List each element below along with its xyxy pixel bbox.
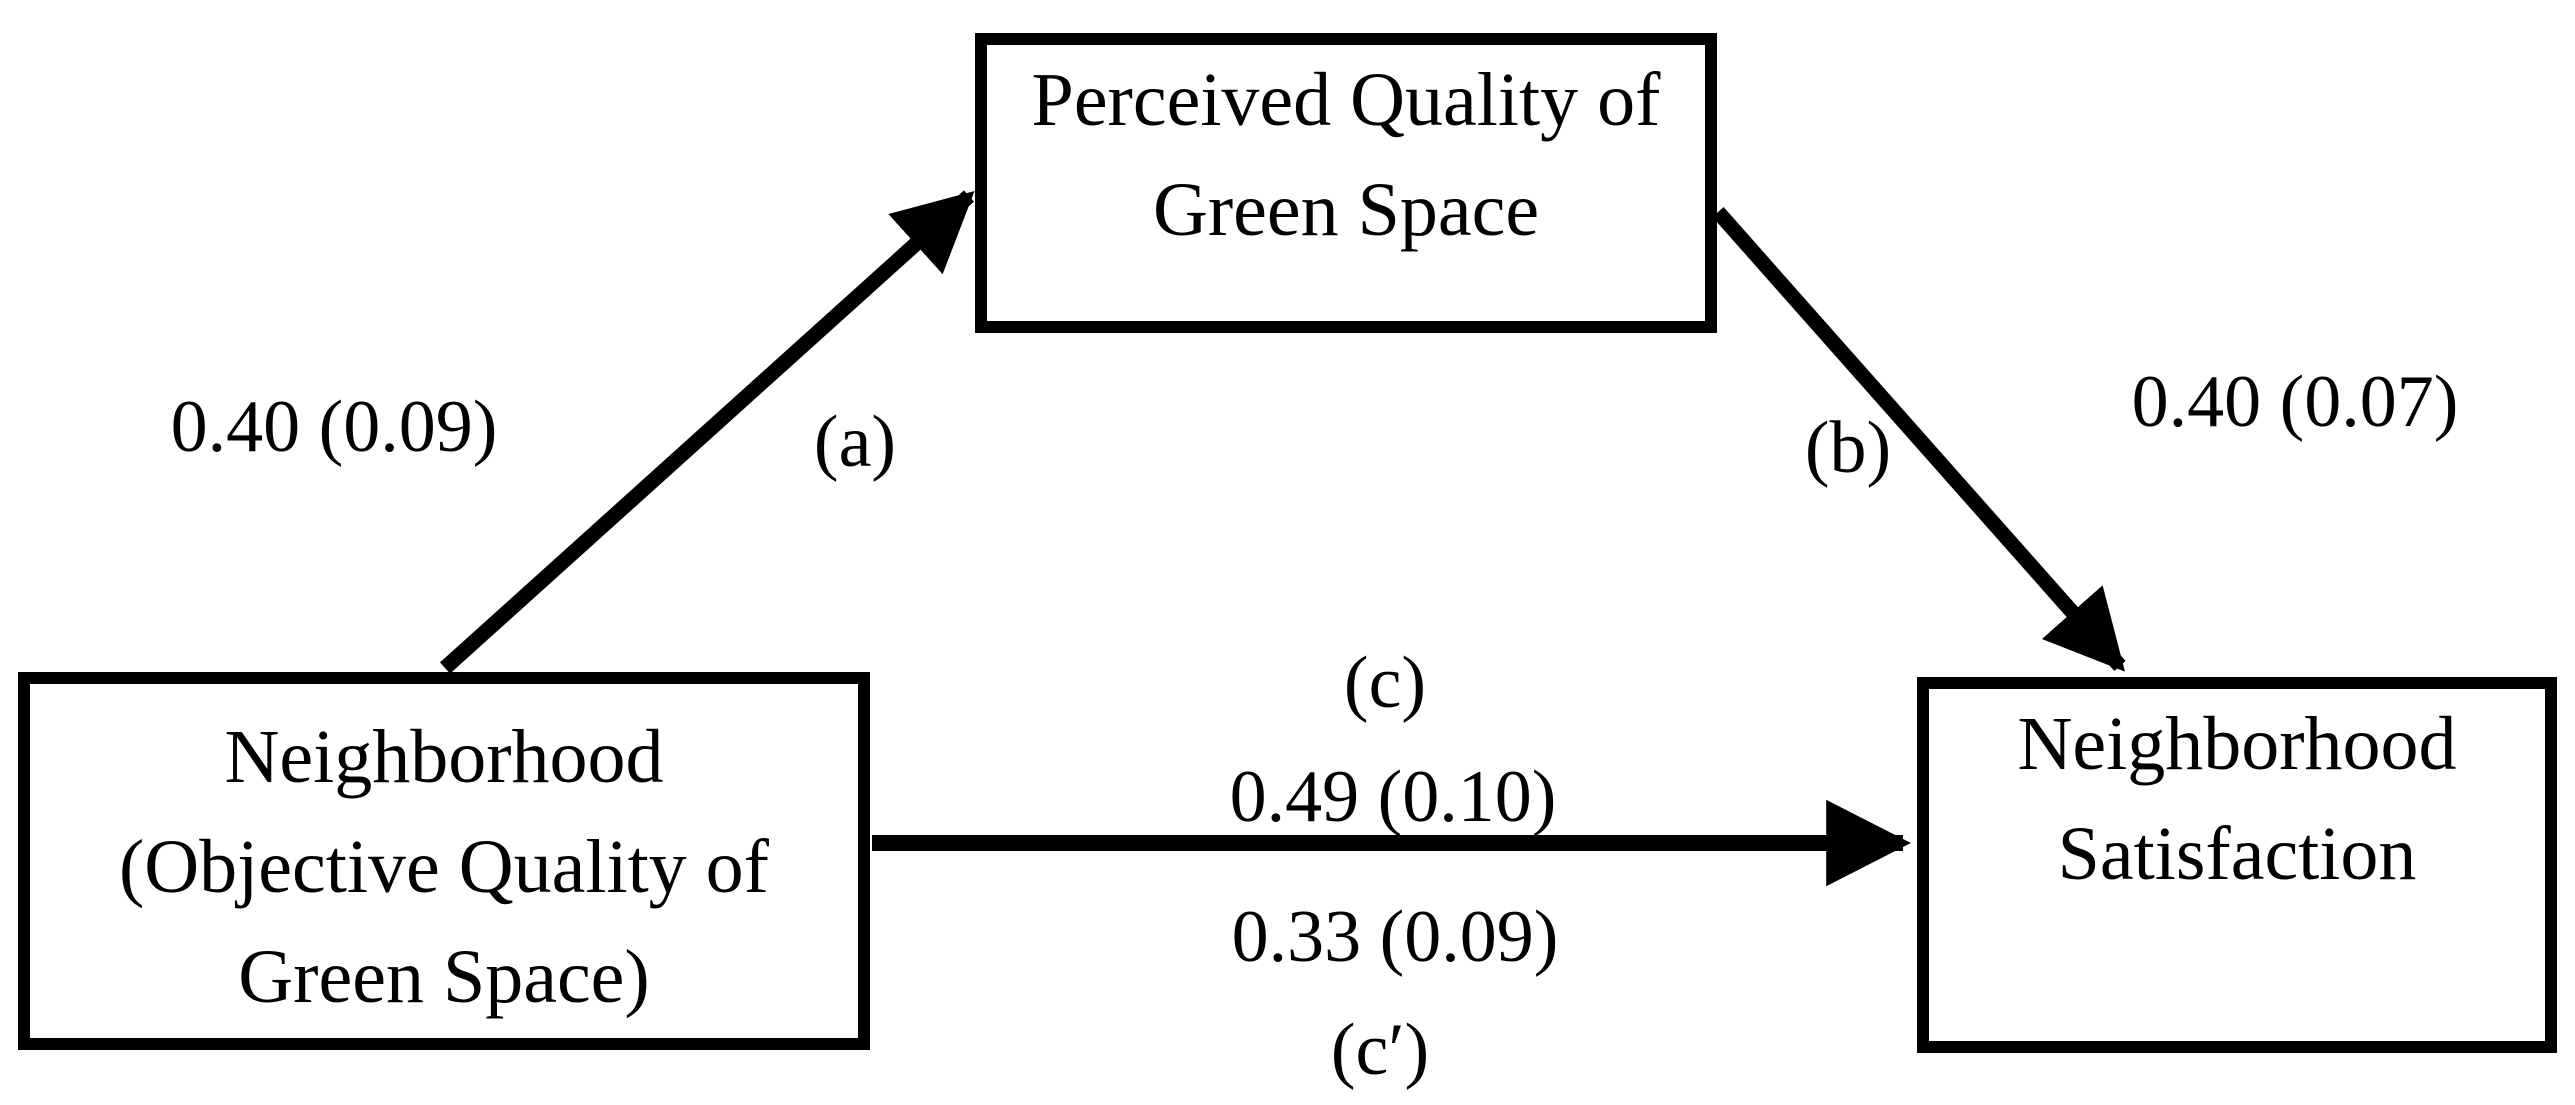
mediator-box: Perceived Quality of Green Space <box>975 33 1717 333</box>
path-a-label: (a) <box>813 401 897 483</box>
outcome-box: Neighborhood Satisfaction <box>1917 677 2557 1053</box>
predictor-box-label-line1: Neighborhood <box>224 715 664 799</box>
path-b-arrow <box>1712 207 2126 672</box>
path-b-label: (b) <box>1804 407 1892 489</box>
mediator-box-label-line1: Perceived Quality of <box>1031 58 1661 142</box>
path-a-arrow <box>439 190 975 674</box>
outcome-box-label-line2: Satisfaction <box>2057 812 2417 896</box>
predictor-box-label-line2: (Objective Quality of <box>118 825 769 909</box>
predictor-box-label-line3: Green Space) <box>238 935 650 1019</box>
path-a-coefficient: 0.40 (0.09) <box>170 386 498 468</box>
outcome-box-label-line1: Neighborhood <box>2017 702 2457 786</box>
path-c-prime-label: (c′) <box>1330 1009 1430 1091</box>
predictor-box: Neighborhood (Objective Quality of Green… <box>18 672 870 1050</box>
mediator-box-label-line2: Green Space <box>1152 168 1540 252</box>
path-b-coefficient: 0.40 (0.07) <box>2131 361 2459 443</box>
path-c-coefficient: 0.49 (0.10) <box>1229 756 1557 838</box>
path-c-prime-coefficient: 0.33 (0.09) <box>1231 896 1559 978</box>
path-c-label: (c) <box>1343 642 1427 724</box>
